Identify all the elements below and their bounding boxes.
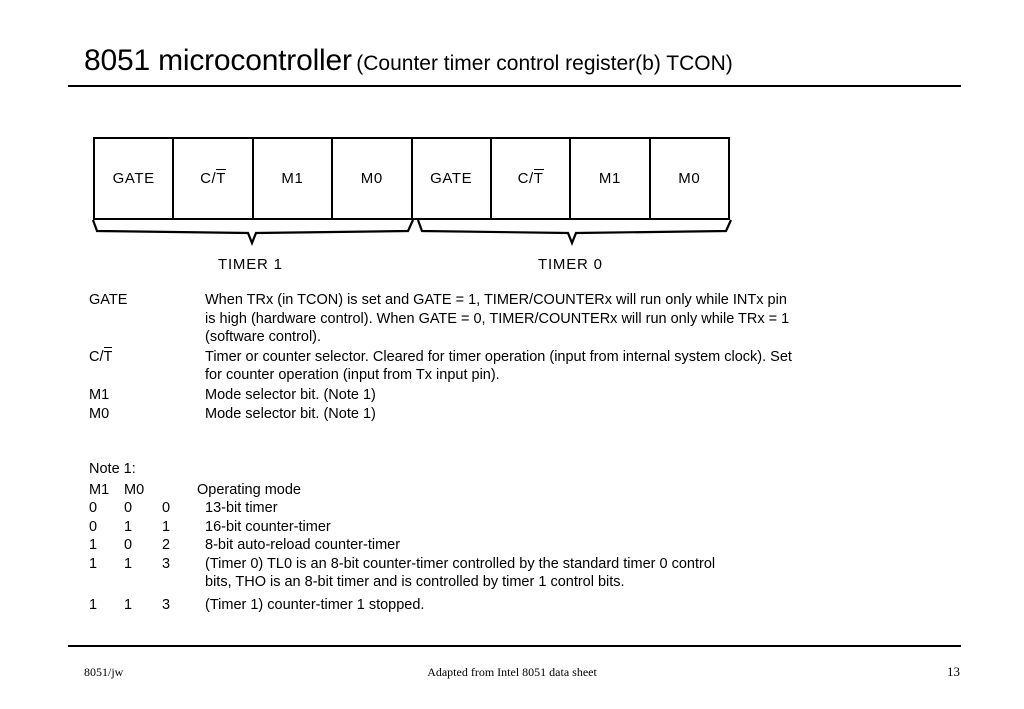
description-line: Timer or counter selector. Cleared for t… xyxy=(205,348,792,365)
note-cell-m1: 0 xyxy=(89,518,98,535)
description-label: C/T xyxy=(89,346,205,367)
note-table-row: 0 0 0 13-bit timer xyxy=(89,499,969,518)
timer0-group-label: TIMER 0 xyxy=(538,256,603,273)
note-cell-description: 13-bit timer xyxy=(205,499,969,518)
note-header-m1: M1 xyxy=(89,481,110,498)
register-cell: C/T xyxy=(174,139,254,218)
description-label-text: C/ xyxy=(89,348,104,365)
title-divider xyxy=(68,85,961,87)
note-cell-m1: 1 xyxy=(89,596,98,613)
register-cell: C/T xyxy=(492,139,572,218)
register-cell-label: M0 xyxy=(678,170,701,187)
note-title: Note 1: xyxy=(89,461,136,477)
description-text: Mode selector bit. (Note 1) xyxy=(205,386,969,405)
note-cell-mode: 0 xyxy=(162,500,171,516)
footer-left-text: 8051/jw xyxy=(84,665,124,679)
note-table-row: 0 1 1 16-bit counter-timer xyxy=(89,518,969,537)
register-cell: M1 xyxy=(571,139,651,218)
note-cell-description: 8-bit auto-reload counter-timer xyxy=(205,536,969,555)
note-description-line: bits, THO is an 8-bit timer and is contr… xyxy=(205,574,625,590)
description-row: GATE When TRx (in TCON) is set and GATE … xyxy=(89,291,969,347)
register-cell: GATE xyxy=(95,139,175,218)
timer1-brace xyxy=(91,219,415,246)
description-row: M0 Mode selector bit. (Note 1) xyxy=(89,405,969,424)
description-text: When TRx (in TCON) is set and GATE = 1, … xyxy=(205,291,969,347)
page-title-sub: (Counter timer control register(b) TCON) xyxy=(356,52,733,75)
note-table-header: M1 M0 Operating mode xyxy=(89,481,969,500)
note-table-row: 1 1 3 (Timer 1) counter-timer 1 stopped. xyxy=(89,596,969,615)
note-cell-description: 16-bit counter-timer xyxy=(205,518,969,537)
note-cell-m0: 0 xyxy=(124,537,133,553)
timer-group-braces xyxy=(88,219,738,249)
description-line: Mode selector bit. (Note 1) xyxy=(205,406,376,422)
description-text: Timer or counter selector. Cleared for t… xyxy=(205,348,969,385)
description-label-overline: T xyxy=(103,346,113,365)
register-cell-label: M0 xyxy=(360,170,383,187)
timer1-group-label: TIMER 1 xyxy=(218,256,283,273)
note-table-row: 1 1 3 (Timer 0) TL0 is an 8-bit counter-… xyxy=(89,555,969,592)
description-line: (software control). xyxy=(205,329,322,345)
description-row: C/T Timer or counter selector. Cleared f… xyxy=(89,346,969,385)
note-description-line: (Timer 0) TL0 is an 8-bit counter-timer … xyxy=(205,555,716,572)
note-section: Note 1: M1 M0 Operating mode 0 0 0 13-bi… xyxy=(89,460,969,614)
note-cell-m0: 1 xyxy=(124,518,133,535)
note-cell-m0: 0 xyxy=(124,500,133,516)
note-cell-description: (Timer 0) TL0 is an 8-bit counter-timer … xyxy=(205,555,969,592)
register-cell-label: C/ xyxy=(517,170,534,187)
note-header-mode: Operating mode xyxy=(197,481,301,498)
register-cell-label: M1 xyxy=(598,170,621,187)
note-cell-mode: 3 xyxy=(162,555,171,572)
note-cell-mode: 1 xyxy=(162,518,171,535)
register-cell: M0 xyxy=(651,139,728,218)
register-cell-overline-label: T xyxy=(533,169,544,187)
note-header-m0: M0 xyxy=(124,481,145,498)
register-cell: GATE xyxy=(413,139,492,218)
description-label-text: M0 xyxy=(89,406,110,422)
register-cell-overline-label: T xyxy=(216,169,227,187)
register-cell-label: C/ xyxy=(200,170,217,187)
tcon-register-diagram: GATE C/T M1 M0 GATE C/T M1 M0 xyxy=(93,137,730,220)
description-label-text: GATE xyxy=(89,292,128,308)
description-line: When TRx (in TCON) is set and GATE = 1, … xyxy=(205,292,787,308)
description-line: Mode selector bit. (Note 1) xyxy=(205,386,376,403)
register-cell: M1 xyxy=(254,139,334,218)
note-description-line: 8-bit auto-reload counter-timer xyxy=(205,537,401,553)
note-cell-mode: 3 xyxy=(162,596,171,613)
footer-page-number: 13 xyxy=(947,664,960,679)
description-line: for counter operation (input from Tx inp… xyxy=(205,367,500,383)
note-cell-mode: 2 xyxy=(162,537,171,553)
note-table-row: 1 0 2 8-bit auto-reload counter-timer xyxy=(89,536,969,555)
bit-description-list: GATE When TRx (in TCON) is set and GATE … xyxy=(89,291,969,425)
page-title: 8051 microcontroller (Counter timer cont… xyxy=(84,44,964,78)
note-cell-description: (Timer 1) counter-timer 1 stopped. xyxy=(205,596,969,615)
timer0-brace xyxy=(416,219,733,246)
description-line: is high (hardware control). When GATE = … xyxy=(205,310,790,327)
note-cell-m0: 1 xyxy=(124,555,133,572)
register-cell-label: M1 xyxy=(281,170,304,187)
description-label: M0 xyxy=(89,405,205,424)
footer-attribution: Adapted from Intel 8051 data sheet xyxy=(427,665,597,679)
note-description-line: 13-bit timer xyxy=(205,500,278,516)
description-label: M1 xyxy=(89,386,205,405)
register-cell-label: GATE xyxy=(430,170,473,187)
note-cell-m0: 1 xyxy=(124,596,133,613)
footer-divider xyxy=(68,645,961,647)
note-cell-m1: 1 xyxy=(89,537,98,553)
note-cell-m1: 0 xyxy=(89,500,98,516)
register-cell-label: GATE xyxy=(112,170,155,187)
register-cell: M0 xyxy=(333,139,413,218)
description-row: M1 Mode selector bit. (Note 1) xyxy=(89,386,969,405)
description-text: Mode selector bit. (Note 1) xyxy=(205,405,969,424)
description-label-text: M1 xyxy=(89,386,110,403)
note-cell-m1: 1 xyxy=(89,555,98,572)
note-description-line: (Timer 1) counter-timer 1 stopped. xyxy=(205,596,425,613)
description-label: GATE xyxy=(89,291,205,310)
page-title-main: 8051 microcontroller xyxy=(84,44,352,77)
note-description-line: 16-bit counter-timer xyxy=(205,518,331,535)
